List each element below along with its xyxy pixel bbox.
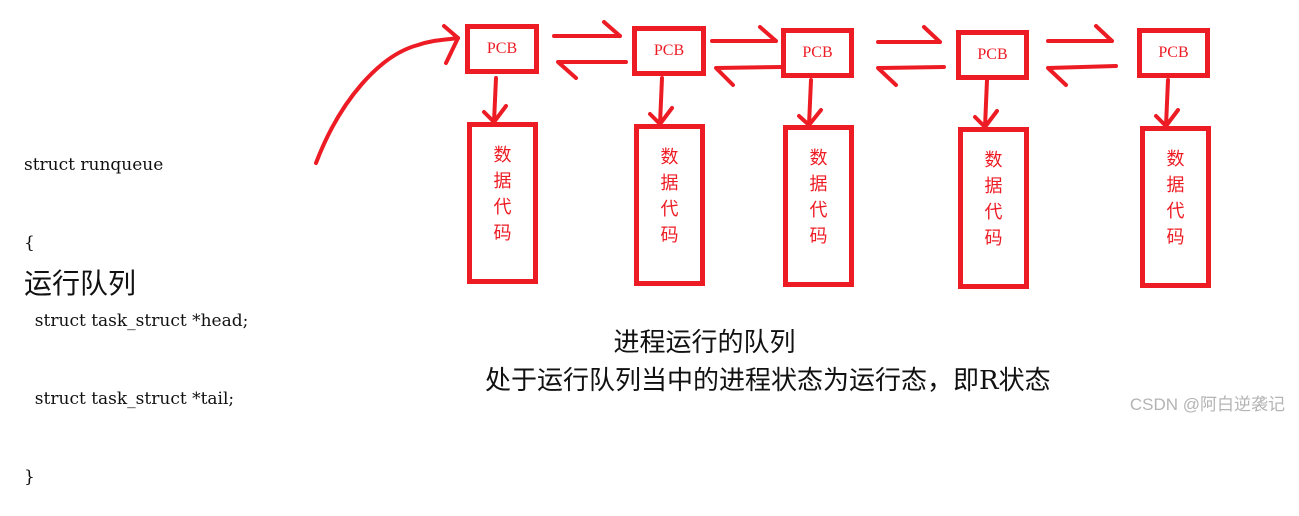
data-char: 据 [660,173,679,194]
diagram-title: 进程运行的队列 [613,328,796,358]
prev-arrow-2 [714,65,784,87]
data-code-box: 数 据 代 码 [783,125,854,287]
data-char: 代 [1166,201,1185,222]
pcb-box: PCB [956,30,1029,80]
data-char: 数 [809,148,828,169]
data-char: 码 [809,226,828,247]
down-arrow-5 [1154,78,1180,128]
head-pointer-arrowhead [442,24,460,65]
data-code-box: 数 据 代 码 [958,127,1029,289]
data-char: 据 [493,171,512,192]
code-line: struct runqueue [24,155,164,175]
head-pointer-arrow [314,36,460,165]
next-arrow-1 [552,20,622,38]
diagram-subtitle: 处于运行队列当中的进程状态为运行态，即R状态 [485,366,1051,396]
data-char: 代 [660,199,679,220]
code-line: { [24,233,35,253]
code-line: struct task_struct *tail; [24,389,235,409]
pcb-label: PCB [802,44,833,61]
data-code-box: 数 据 代 码 [634,124,705,286]
data-code-box: 数 据 代 码 [1140,126,1211,288]
down-arrow-4 [973,78,999,129]
pcb-label: PCB [486,40,518,57]
data-char: 代 [809,200,828,221]
down-arrow-3 [797,78,823,127]
data-char: 码 [1166,227,1185,248]
pcb-box: PCB [1137,28,1210,78]
arrows-layer [314,20,1180,165]
pcb-box: PCB [781,28,854,78]
prev-arrow-1 [556,60,628,80]
data-char: 代 [493,197,512,218]
runqueue-label: 运行队列 [24,267,137,300]
data-char: 码 [660,225,679,246]
code-line: struct task_struct *head; [24,311,249,331]
data-char: 据 [809,174,828,195]
pcb-box: PCB [632,26,706,76]
data-char: 代 [984,202,1003,223]
next-arrow-4 [1046,24,1114,43]
data-char: 数 [1166,149,1185,170]
prev-arrow-4 [1046,64,1118,87]
data-char: 数 [660,147,679,168]
pcb-box: PCB [465,24,539,74]
data-code-box: 数 据 代 码 [467,122,538,284]
data-char: 数 [984,150,1003,171]
data-char: 数 [493,145,512,166]
watermark: CSDN @阿白逆袭记 [1129,395,1285,414]
data-char: 码 [984,228,1003,249]
code-line: } [24,467,35,487]
down-arrow-2 [648,76,674,126]
pcb-label: PCB [1158,44,1189,61]
prev-arrow-3 [876,65,946,87]
down-arrow-1 [482,76,508,124]
data-char: 码 [493,223,512,244]
data-char: 据 [984,176,1003,197]
next-arrow-3 [876,25,942,44]
pcb-label: PCB [653,42,685,59]
data-char: 据 [1166,175,1185,196]
pcb-label: PCB [977,46,1008,63]
next-arrow-2 [710,25,778,43]
